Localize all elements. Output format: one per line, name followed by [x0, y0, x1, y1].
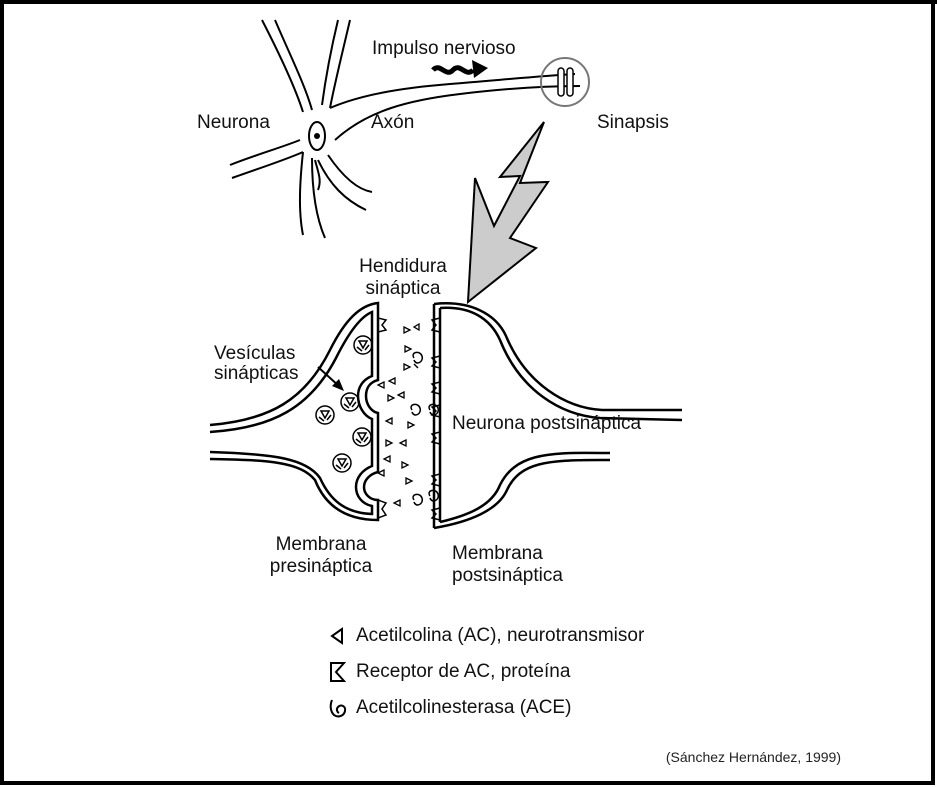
label-postsynaptic-neuron: Neurona postsináptica — [452, 413, 641, 434]
label-vesicles-2: sinápticas — [214, 363, 299, 384]
zoom-arrow — [468, 122, 548, 302]
label-postsyn-membrane-1: Membrana — [452, 543, 543, 564]
synaptic-vesicles — [316, 336, 372, 472]
label-presyn-membrane-2: presináptica — [256, 556, 386, 577]
nucleolus — [314, 133, 320, 139]
citation: (Sánchez Hernández, 1999) — [666, 749, 841, 765]
label-axon: Axón — [371, 112, 414, 133]
acetylcholine-molecules — [378, 324, 419, 506]
synapse-post — [567, 68, 573, 96]
legend-text-acetylcholine: Acetilcolina (AC), neurotransmisor — [356, 625, 644, 647]
label-synapse: Sinapsis — [597, 112, 669, 133]
legend-text-acetylcholinesterase: Acetilcolinesterasa (ACE) — [356, 697, 571, 719]
label-presyn-membrane-1: Membrana — [256, 534, 386, 555]
label-neuron: Neurona — [197, 112, 270, 133]
impulse-arrow — [433, 60, 488, 78]
acetylcholinesterase-icon — [328, 697, 348, 719]
acetylcholine-icon — [328, 625, 348, 647]
label-cleft-1: Hendidura — [348, 256, 458, 277]
label-impulse: Impulso nervioso — [372, 38, 516, 59]
receptor-icon — [328, 661, 348, 683]
legend-text-receptor: Receptor de AC, proteína — [356, 661, 570, 683]
label-postsyn-membrane-2: postsináptica — [452, 565, 563, 586]
legend-item-acetylcholinesterase: Acetilcolinesterasa (ACE) — [328, 697, 571, 719]
legend-item-receptor: Receptor de AC, proteína — [328, 661, 570, 683]
legend-item-acetylcholine: Acetilcolina (AC), neurotransmisor — [328, 625, 644, 647]
label-cleft-2: sináptica — [348, 278, 458, 299]
synapse-circle — [541, 58, 589, 106]
synapse-terminal — [558, 68, 564, 96]
label-vesicles-1: Vesículas — [214, 343, 295, 364]
presynaptic-terminal — [210, 303, 378, 520]
